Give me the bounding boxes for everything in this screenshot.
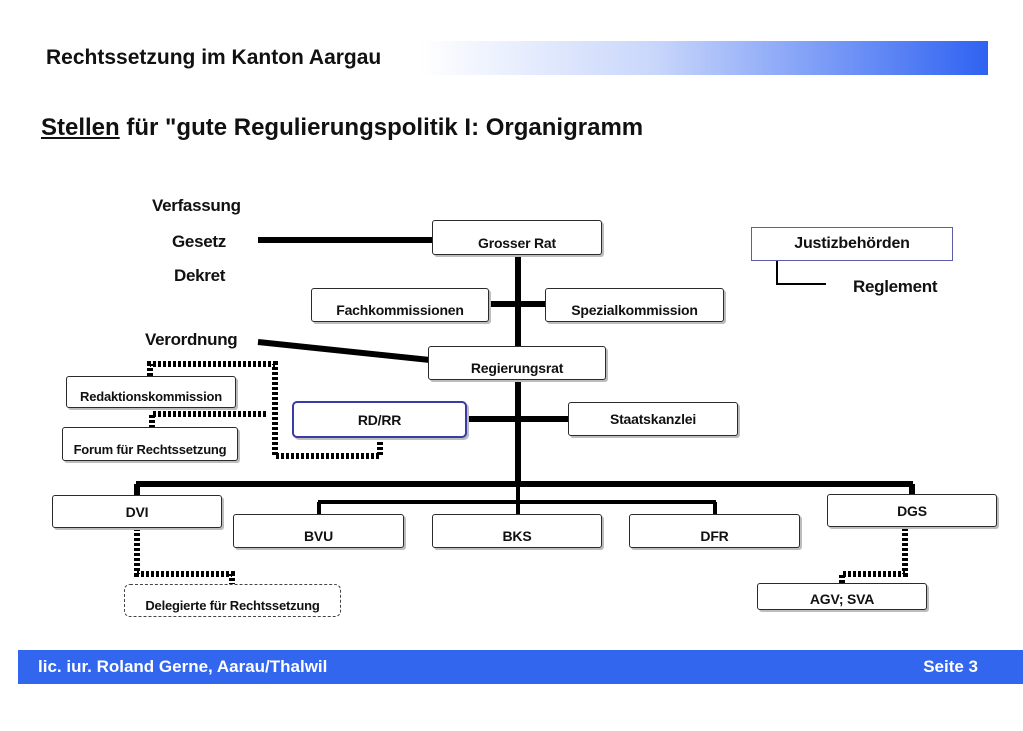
box-justizbehoerden-label: Justizbehörden xyxy=(794,235,910,252)
box-spezialkommission-label: Spezialkommission xyxy=(571,302,698,318)
box-bks-label: BKS xyxy=(502,528,532,544)
box-agv-sva-label: AGV; SVA xyxy=(809,591,875,607)
box-dfr: DFR xyxy=(629,514,800,548)
label-reglement: Reglement xyxy=(853,277,938,296)
connector-redaktion-rdrr xyxy=(147,361,383,459)
box-dgs: DGS xyxy=(827,494,997,527)
box-justizbehoerden: Justizbehörden xyxy=(751,227,953,261)
box-bvu-label: BVU xyxy=(304,528,333,544)
box-redaktionskommission-label: Redaktionskommission xyxy=(80,389,222,404)
box-agv-sva: AGV; SVA xyxy=(757,583,927,610)
box-dvi: DVI xyxy=(52,495,222,528)
header-bar xyxy=(40,41,988,75)
box-forum-rechtssetzung: Forum für Rechtssetzung xyxy=(62,427,238,461)
label-dekret: Dekret xyxy=(174,266,226,285)
box-grosser-rat-label: Grosser Rat xyxy=(478,235,556,251)
box-fachkommissionen: Fachkommissionen xyxy=(311,288,489,322)
label-verfassung: Verfassung xyxy=(152,196,241,215)
box-fachkommissionen-label: Fachkommissionen xyxy=(336,302,464,318)
connector-dvi-delegierte xyxy=(134,528,235,586)
box-dfr-label: DFR xyxy=(700,528,729,544)
label-verordnung: Verordnung xyxy=(145,330,238,349)
box-staatskanzlei: Staatskanzlei xyxy=(568,402,738,436)
box-spezialkommission: Spezialkommission xyxy=(545,288,724,322)
box-dgs-label: DGS xyxy=(897,503,927,519)
connector-dgs-agv xyxy=(839,528,908,586)
box-forum-rechtssetzung-label: Forum für Rechtssetzung xyxy=(73,442,227,457)
slide-title-underlined: Stellen xyxy=(41,114,120,141)
box-bvu: BVU xyxy=(233,514,404,548)
connector-justiz-reglement xyxy=(776,260,826,285)
box-rd-rr-label: RD/RR xyxy=(357,411,402,428)
slide-title: Stellen für "gute Regulierungspolitik I:… xyxy=(41,114,643,142)
connector-verordnung-regierungsrat xyxy=(257,339,431,363)
slide-title-rest: für "gute Regulierungspolitik I: Organig… xyxy=(119,114,644,141)
box-delegierte-rechtssetzung: Delegierte für Rechtssetzung xyxy=(124,584,341,617)
box-bks: BKS xyxy=(432,514,602,548)
header-title: Rechtssetzung im Kanton Aargau xyxy=(46,46,382,69)
box-regierungsrat-label: Regierungsrat xyxy=(470,360,564,376)
box-regierungsrat: Regierungsrat xyxy=(428,346,606,380)
box-grosser-rat: Grosser Rat xyxy=(432,220,602,255)
box-staatskanzlei-label: Staatskanzlei xyxy=(609,411,697,427)
label-gesetz: Gesetz xyxy=(172,232,226,251)
footer-bar xyxy=(18,650,1023,684)
connector-forum-rdrr xyxy=(149,411,268,428)
box-delegierte-rechtssetzung-label: Delegierte für Rechtssetzung xyxy=(145,598,320,613)
box-rd-rr: RD/RR xyxy=(292,401,467,438)
footer-author: lic. iur. Roland Gerne, Aarau/Thalwil xyxy=(38,657,328,676)
box-dvi-label: DVI xyxy=(125,504,149,520)
box-redaktionskommission: Redaktionskommission xyxy=(66,376,236,408)
footer-page-number: Seite 3 xyxy=(923,657,978,676)
